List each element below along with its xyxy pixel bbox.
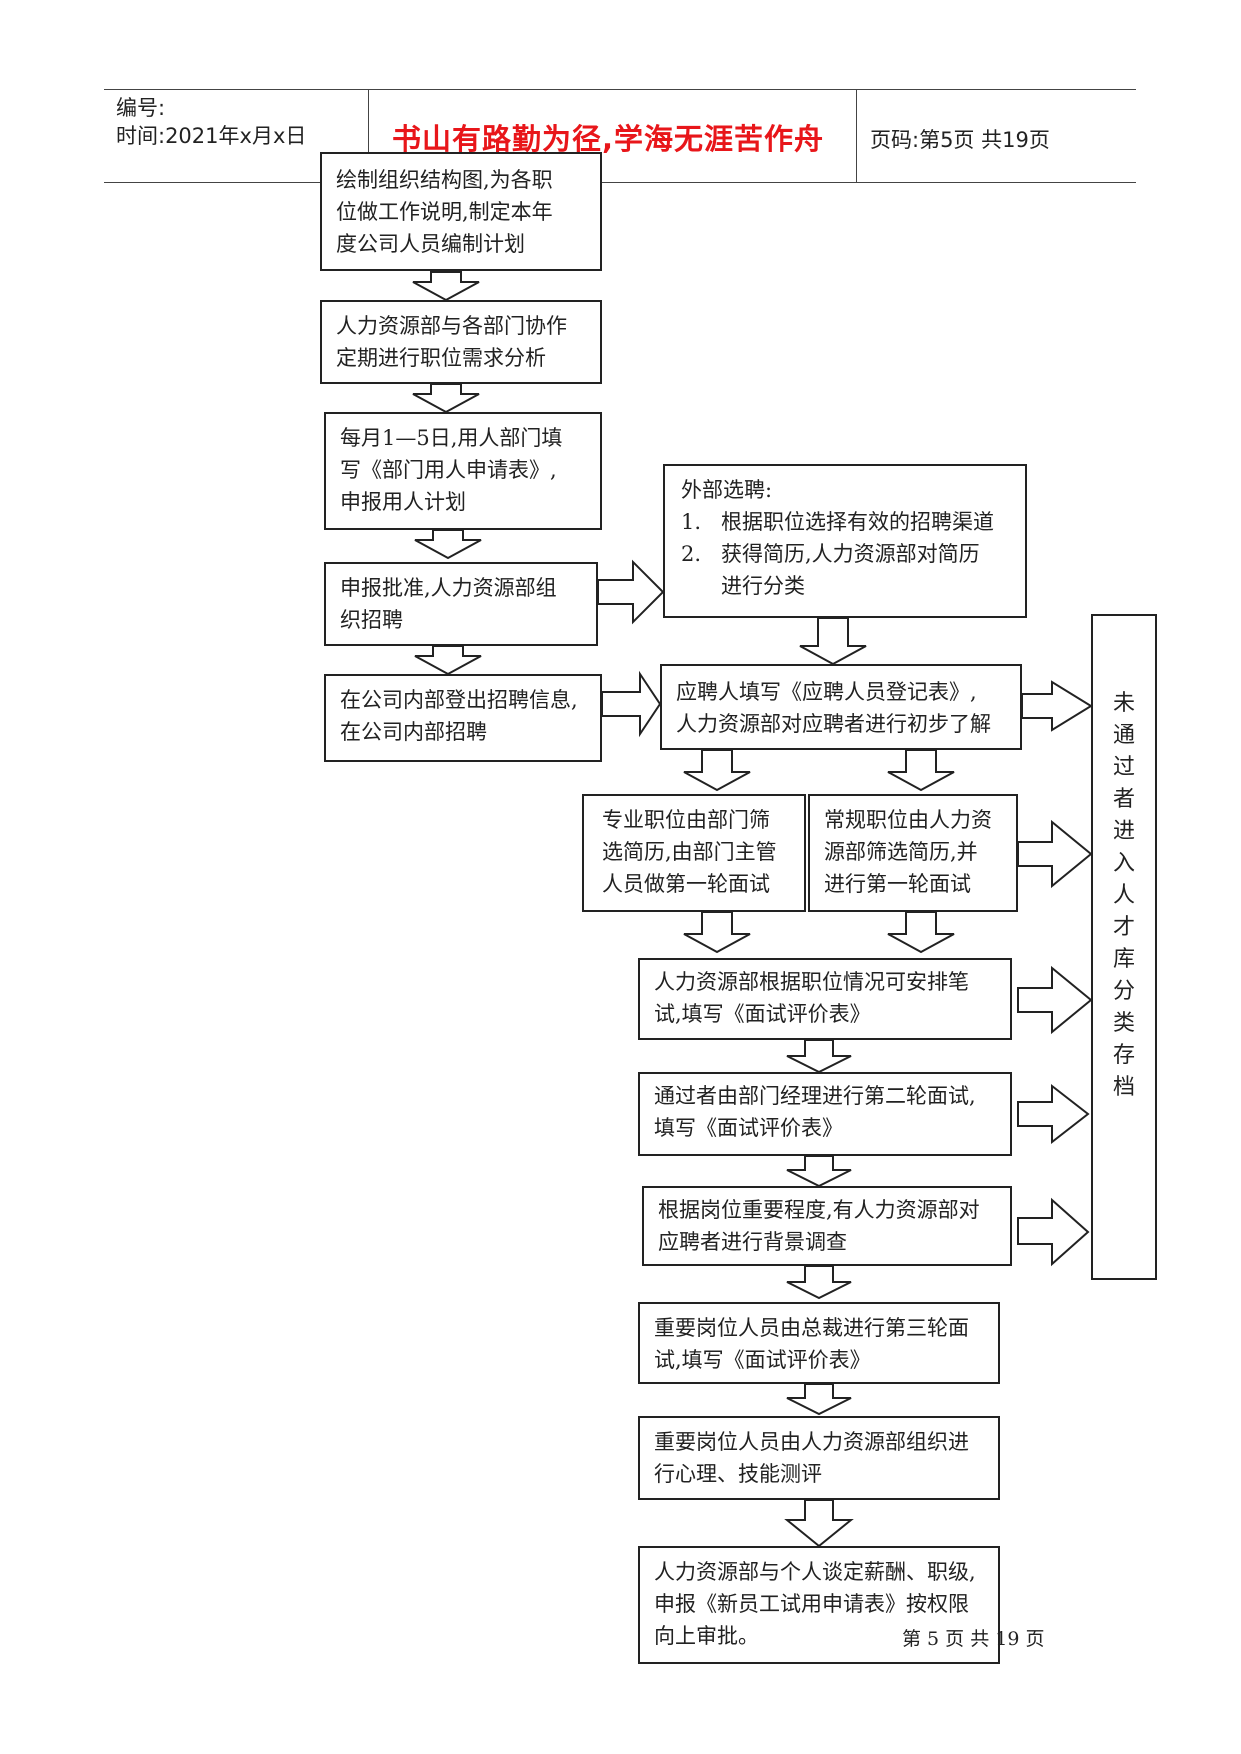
external-item-1: 1. 根据职位选择有效的招聘渠道 xyxy=(681,510,994,534)
arrow-background-pool xyxy=(1017,1197,1090,1267)
arrow-step4-external xyxy=(597,559,665,625)
arrow-regular-written xyxy=(887,911,955,954)
step-professional-screening: 专业职位由部门筛 选简历,由部门主管 人员做第一轮面试 xyxy=(582,794,806,912)
arrow-step3-step4 xyxy=(414,529,482,560)
header-time-label: 时间:2021年x月x日 xyxy=(116,124,307,148)
step-external-selection: 外部选聘: 1. 根据职位选择有效的招聘渠道 2. 获得简历,人力资源部对简历 … xyxy=(663,464,1027,618)
step-regular-screening: 常规职位由人力资 源部筛选简历,并 进行第一轮面试 xyxy=(808,794,1018,912)
arrow-step4-step5 xyxy=(414,645,482,676)
arrow-step1-step2 xyxy=(412,271,480,302)
arrow-step2-step3 xyxy=(412,383,480,414)
talent-pool-archive: 未 通 过 者 进 入 人 才 库 分 类 存 档 xyxy=(1091,614,1157,1280)
arrow-second-pool xyxy=(1017,1083,1090,1145)
step-background-check: 根据岗位重要程度,有人力资源部对 应聘者进行背景调查 xyxy=(642,1186,1012,1266)
arrow-background-third xyxy=(786,1265,852,1300)
step-org-chart: 绘制组织结构图,为各职 位做工作说明,制定本年 度公司人员编制计划 xyxy=(320,152,602,271)
header-divider-right xyxy=(856,89,857,182)
step-written-test: 人力资源部根据职位情况可安排笔 试,填写《面试评价表》 xyxy=(638,958,1012,1040)
arrow-step5-register xyxy=(601,670,662,738)
arrow-register-regular xyxy=(887,749,955,792)
arrow-written-pool xyxy=(1017,965,1093,1035)
step-salary-negotiation: 人力资源部与个人谈定薪酬、职级, 申报《新员工试用申请表》按权限 向上审批。 xyxy=(638,1546,1000,1664)
step-demand-analysis: 人力资源部与各部门协作 定期进行职位需求分析 xyxy=(320,300,602,384)
step-internal-recruit: 在公司内部登出招聘信息, 在公司内部招聘 xyxy=(324,674,602,762)
step-applicant-register: 应聘人填写《应聘人员登记表》, 人力资源部对应聘者进行初步了解 xyxy=(660,664,1022,750)
step-third-interview: 重要岗位人员由总裁进行第三轮面 试,填写《面试评价表》 xyxy=(638,1302,1000,1384)
step-approval: 申报批准,人力资源部组 织招聘 xyxy=(324,562,598,646)
header-divider-left xyxy=(368,89,369,182)
step-second-interview: 通过者由部门经理进行第二轮面试, 填写《面试评价表》 xyxy=(638,1072,1012,1156)
external-item-2: 2. 获得简历,人力资源部对简历 进行分类 xyxy=(681,542,980,598)
arrow-second-background xyxy=(786,1155,852,1188)
step-dept-request: 每月1—5日,用人部门填 写《部门用人申请表》, 申报用人计划 xyxy=(324,412,602,530)
header-page-label: 页码:第5页 共19页 xyxy=(870,128,1050,152)
header-motto: 书山有路勤为径,学海无涯苦作舟 xyxy=(392,122,825,156)
header-bottom-rule xyxy=(104,182,1136,183)
arrow-professional-written xyxy=(683,911,751,954)
arrow-register-professional xyxy=(683,749,751,792)
arrow-regular-pool xyxy=(1017,819,1093,889)
page-footer: 第 5 页 共 19 页 xyxy=(902,1628,1045,1650)
arrow-external-register xyxy=(799,617,867,666)
step-psych-test: 重要岗位人员由人力资源部组织进 行心理、技能测评 xyxy=(638,1416,1000,1500)
header-top-rule xyxy=(104,89,1136,90)
arrow-third-psych xyxy=(786,1383,852,1416)
arrow-written-second xyxy=(786,1039,852,1074)
external-selection-list: 1. 根据职位选择有效的招聘渠道 2. 获得简历,人力资源部对简历 进行分类 xyxy=(681,506,1015,602)
arrow-psych-salary xyxy=(784,1499,854,1548)
header-number-label: 编号: xyxy=(116,96,166,120)
arrow-register-pool xyxy=(1021,680,1093,732)
